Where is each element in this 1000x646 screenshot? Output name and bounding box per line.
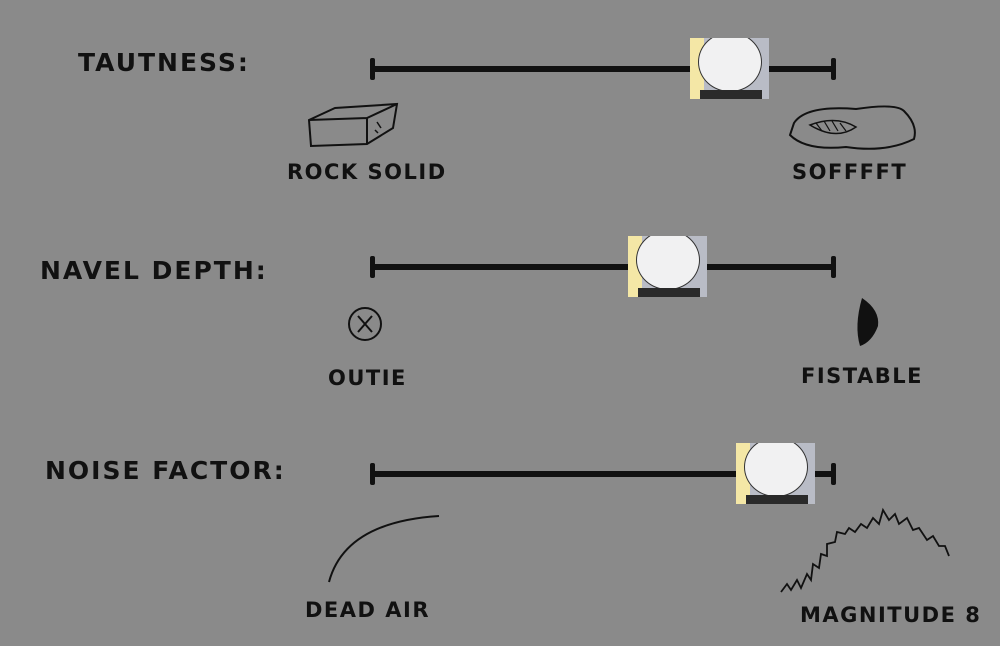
navel-depth-min-label: OUTIE: [328, 366, 407, 390]
noise-factor-slider[interactable]: [370, 443, 836, 504]
pillow-icon: [788, 105, 916, 150]
noise-factor-max-label: MAGNITUDE 8: [800, 603, 982, 627]
tautness-slider-thumb[interactable]: [690, 38, 770, 99]
tautness-min-label: ROCK SOLID: [287, 160, 447, 184]
navel-depth-label: NAVEL DEPTH:: [40, 256, 268, 285]
slider-end-cap: [831, 463, 836, 485]
outie-navel-icon: [348, 307, 382, 341]
slider-end-cap: [831, 58, 836, 80]
noise-factor-slider-thumb[interactable]: [736, 443, 816, 504]
noise-factor-label: NOISE FACTOR:: [45, 456, 286, 485]
navel-depth-slider[interactable]: [370, 236, 836, 297]
navel-depth-max-label: FISTABLE: [801, 364, 923, 388]
tautness-max-label: SOFFFFT: [792, 160, 908, 184]
navel-depth-slider-thumb[interactable]: [628, 236, 708, 297]
rumble-wave-icon: [780, 507, 950, 593]
slider-end-cap: [370, 256, 375, 278]
slider-end-cap: [370, 463, 375, 485]
flat-wave-icon: [328, 515, 440, 583]
tautness-label: TAUTNESS:: [78, 48, 250, 77]
deep-navel-icon: [857, 298, 879, 346]
brick-icon: [307, 102, 399, 148]
slider-end-cap: [831, 256, 836, 278]
noise-factor-min-label: DEAD AIR: [305, 598, 431, 622]
slider-end-cap: [370, 58, 375, 80]
tautness-slider[interactable]: [370, 38, 836, 99]
